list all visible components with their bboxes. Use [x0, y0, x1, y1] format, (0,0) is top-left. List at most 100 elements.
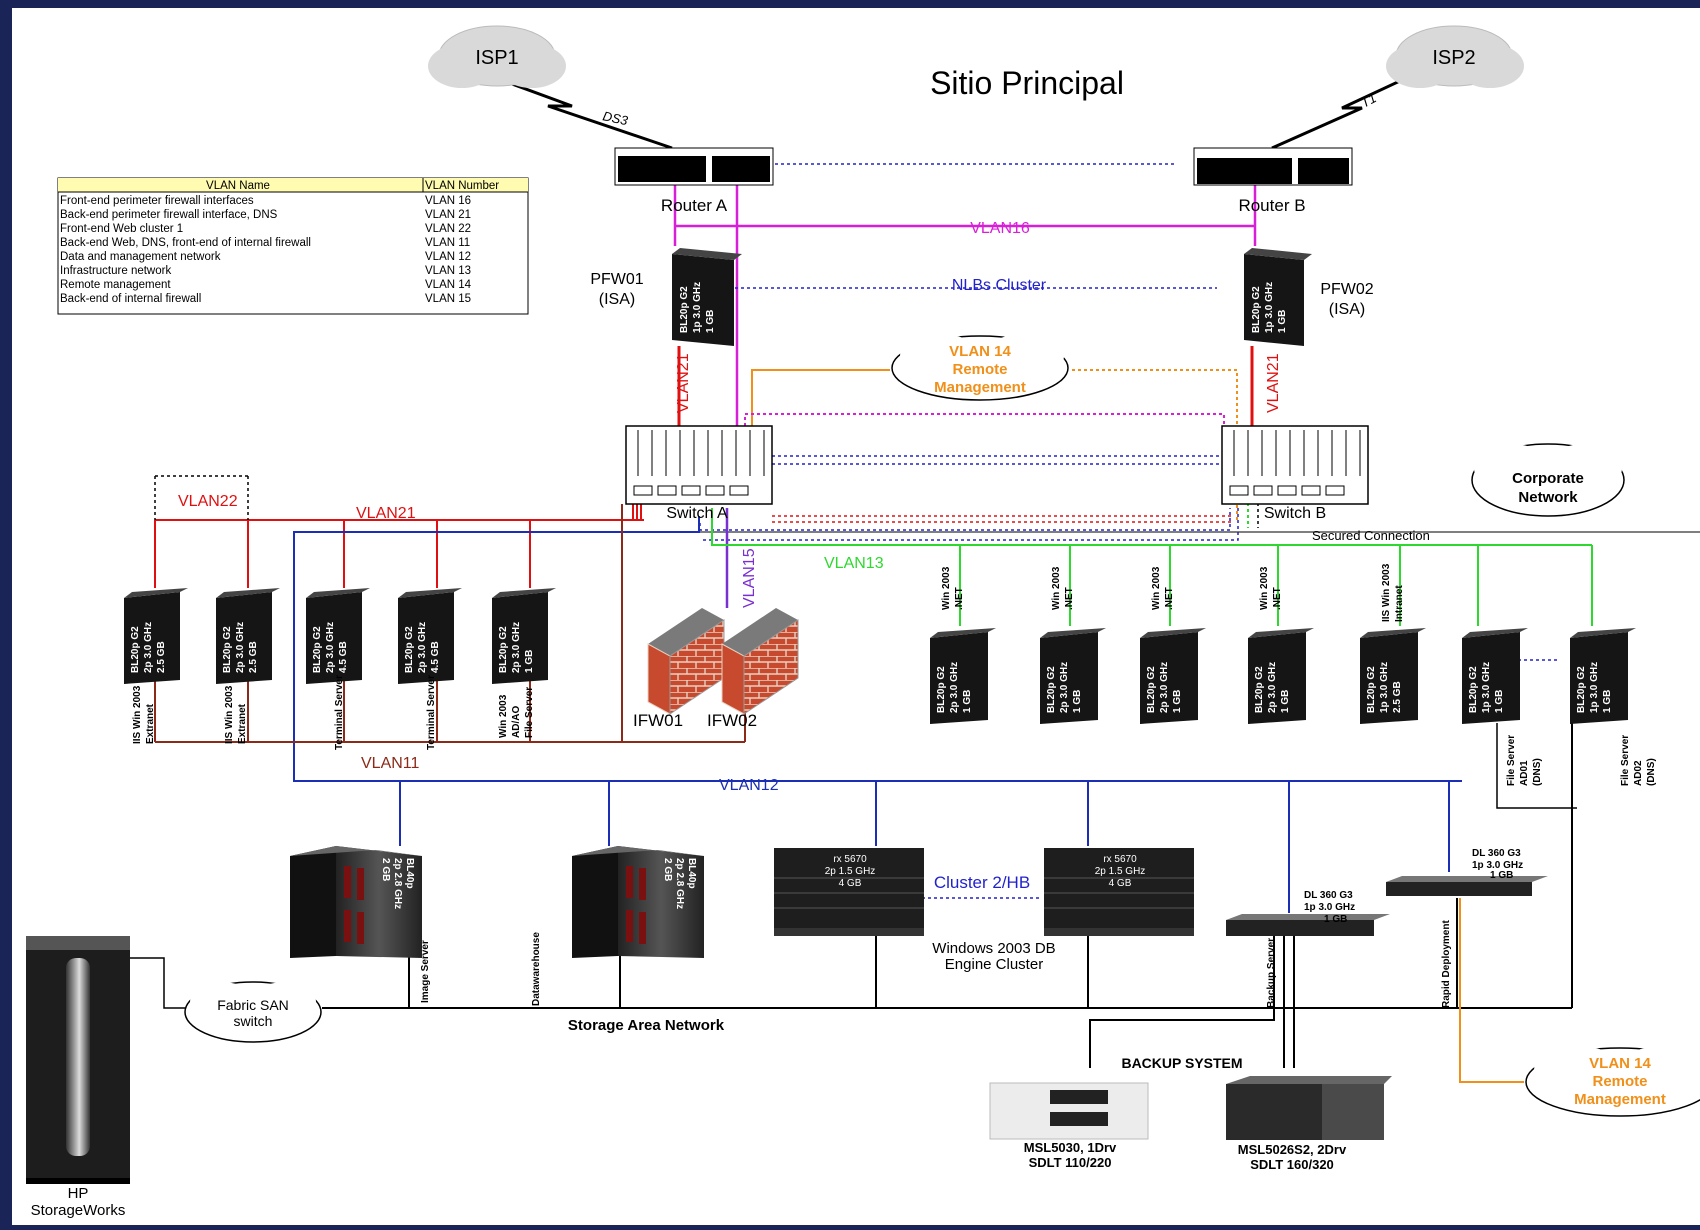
svg-text:Remote: Remote [1592, 1073, 1647, 1090]
svg-text:BL40p: BL40p [686, 858, 697, 889]
svg-text:2p 2.8 GHz: 2p 2.8 GHz [674, 858, 685, 909]
svg-text:File Server: File Server [1506, 735, 1517, 786]
msl5026s2-library[interactable]: MSL5026S2, 2Drv SDLT 160/320 [1226, 1076, 1392, 1172]
network-diagram: Sitio Principal ISP1 ISP2 DS3 T1 Router … [26, 25, 1700, 1219]
msl5030-library[interactable]: MSL5030, 1Drv SDLT 110/220 [989, 1082, 1149, 1170]
isp2-cloud: ISP2 [1386, 25, 1524, 88]
hp-eva-storage[interactable]: HP StorageWorks [26, 936, 130, 1219]
table-row: Back-end perimeter firewall interface, D… [60, 209, 471, 221]
svg-text:4.5 GB: 4.5 GB [338, 641, 349, 673]
svg-text:Win 2003: Win 2003 [1151, 566, 1162, 610]
fabric-san-switch: Fabric SAN switch [184, 981, 322, 1043]
svg-text:Terminal Server: Terminal Server [426, 675, 437, 750]
svg-text:DL 360 G3: DL 360 G3 [1472, 848, 1521, 859]
remote-mgmt-cloud-bottom: VLAN 14 Remote Management [1525, 1046, 1700, 1117]
svg-text:2 GB: 2 GB [662, 858, 673, 881]
vlan22-label: VLAN22 [178, 493, 238, 510]
svg-text:Win 2003: Win 2003 [941, 566, 952, 610]
svg-text:2p 3.0 GHz: 2p 3.0 GHz [417, 622, 428, 673]
svg-text:BL40p: BL40p [404, 858, 415, 889]
svg-text:Back-end perimeter firewall in: Back-end perimeter firewall interface, D… [60, 209, 278, 221]
remote-mgmt-cloud-top: VLAN 14 Remote Management [891, 334, 1069, 401]
ifw01[interactable]: IFW01 [633, 608, 725, 730]
svg-text:Terminal Server: Terminal Server [334, 675, 345, 750]
vlan13-label: VLAN13 [824, 555, 884, 572]
svg-text:2p 3.0 GHz: 2p 3.0 GHz [1159, 662, 1170, 713]
isp1-cloud: ISP1 [428, 25, 566, 88]
svg-text:1 GB: 1 GB [1280, 690, 1291, 713]
pfw02-sub: (ISA) [1329, 301, 1365, 318]
svg-text:2p 3.0 GHz: 2p 3.0 GHz [325, 622, 336, 673]
svg-text:1p 3.0 GHz: 1p 3.0 GHz [1481, 662, 1492, 713]
front-server-1[interactable]: BL20p G2 2p 3.0 GHz 2.5 GB IIS Win 2003 … [124, 588, 188, 744]
svg-text:File Server: File Server [524, 687, 535, 738]
svg-text:VLAN 12: VLAN 12 [425, 251, 471, 263]
svg-text:1 GB: 1 GB [1172, 690, 1183, 713]
svg-text:1p 3.0 GHz: 1p 3.0 GHz [692, 282, 703, 333]
svg-text:.NET: .NET [1272, 587, 1283, 610]
svg-text:1p 3.0 GHz: 1p 3.0 GHz [1589, 662, 1600, 713]
front-server-2[interactable]: BL20p G2 2p 3.0 GHz 2.5 GB IIS Win 2003 … [216, 588, 280, 744]
pfw02[interactable]: BL20p G2 1p 3.0 GHz 1 GB PFW02 (ISA) [1244, 248, 1374, 346]
switch-b-label: Switch B [1264, 505, 1326, 522]
ifw02-label: IFW02 [707, 711, 757, 730]
svg-text:VLAN 13: VLAN 13 [425, 265, 471, 277]
ifw02[interactable]: IFW02 [707, 608, 799, 730]
table-row: Back-end Web, DNS, front-end of internal… [60, 237, 470, 249]
svg-text:BL20p G2: BL20p G2 [1046, 666, 1057, 713]
pfw01-label: PFW01 [590, 271, 643, 288]
svg-text:AD02: AD02 [1633, 760, 1644, 786]
svg-text:(DNS): (DNS) [1532, 758, 1543, 786]
svg-text:BL20p G2: BL20p G2 [1146, 666, 1157, 713]
svg-text:4 GB: 4 GB [839, 878, 862, 889]
router-b[interactable]: Router B [1193, 147, 1353, 215]
svg-text:2p 3.0 GHz: 2p 3.0 GHz [235, 622, 246, 673]
svg-text:2p 1.5 GHz: 2p 1.5 GHz [1095, 866, 1146, 877]
pfw01[interactable]: BL20p G2 1p 3.0 GHz 1 GB PFW01 (ISA) [590, 248, 742, 346]
router-a[interactable]: Router A [614, 147, 774, 215]
svg-text:BL20p G2: BL20p G2 [130, 626, 141, 673]
vlan21-label-right: VLAN21 [1265, 353, 1282, 413]
svg-text:BL20p G2: BL20p G2 [1251, 286, 1262, 333]
svg-text:1 GB: 1 GB [1277, 310, 1288, 333]
svg-text:IIS Win 2003: IIS Win 2003 [1381, 563, 1392, 622]
db-cluster-line-2: Engine Cluster [945, 956, 1043, 973]
svg-text:4 GB: 4 GB [1109, 878, 1132, 889]
svg-text:2p 3.0 GHz: 2p 3.0 GHz [949, 662, 960, 713]
front-server-4[interactable]: BL20p G2 2p 3.0 GHz 4.5 GB Terminal Serv… [398, 588, 462, 750]
front-server-3[interactable]: BL20p G2 2p 3.0 GHz 4.5 GB Terminal Serv… [306, 588, 370, 750]
svg-text:HP: HP [68, 1185, 89, 1202]
svg-text:1 GB: 1 GB [1494, 690, 1505, 713]
switch-a[interactable]: Switch A [625, 425, 773, 522]
image-server-label: Image Server [420, 940, 431, 1003]
svg-text:BL20p G2: BL20p G2 [936, 666, 947, 713]
secured-connection-label: Secured Connection [1312, 528, 1430, 543]
svg-text:1 GB: 1 GB [1324, 914, 1347, 925]
vlan16-label: VLAN16 [970, 220, 1030, 237]
svg-text:Intranet: Intranet [1394, 585, 1405, 622]
t1-link [1271, 64, 1433, 150]
svg-text:rx 5670: rx 5670 [1103, 854, 1137, 865]
switch-b[interactable]: Switch B [1221, 425, 1369, 522]
svg-text:1p 3.0 GHz: 1p 3.0 GHz [1304, 902, 1355, 913]
svg-text:BL20p G2: BL20p G2 [1366, 666, 1377, 713]
svg-text:BL20p G2: BL20p G2 [222, 626, 233, 673]
svg-text:SDLT 160/320: SDLT 160/320 [1250, 1157, 1334, 1172]
front-server-5[interactable]: BL20p G2 2p 3.0 GHz 1 GB Win 2003 AD/AO … [492, 588, 556, 738]
switch-a-label: Switch A [666, 505, 728, 522]
db-cluster-line-1: Windows 2003 DB [932, 940, 1055, 957]
